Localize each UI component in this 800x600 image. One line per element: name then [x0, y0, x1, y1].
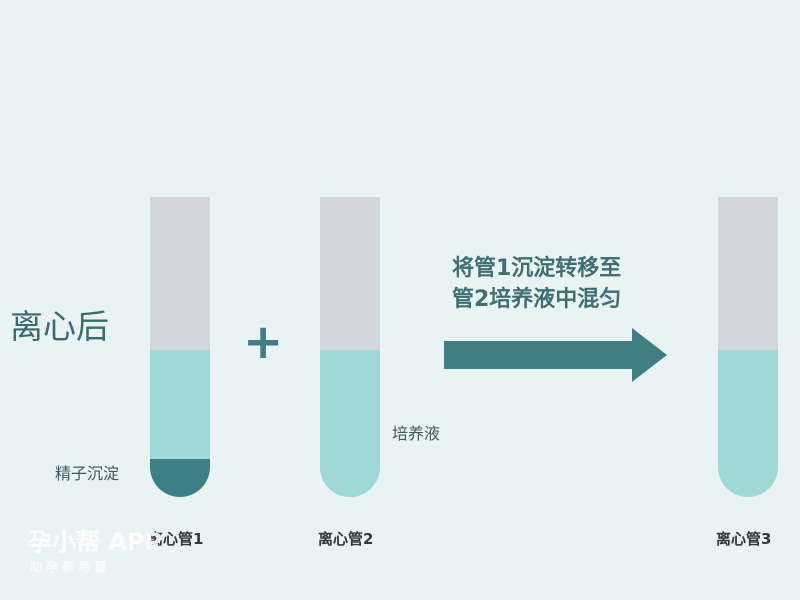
step-line-2: 管2培养液中混匀	[452, 287, 622, 312]
step-instruction: 将管1沉淀转移至 管2培养液中混匀	[452, 253, 621, 315]
tube-3-label: 离心管3	[716, 530, 772, 548]
diagram-title: 离心后	[10, 307, 109, 346]
sediment-label: 精子沉淀	[55, 464, 120, 483]
watermark-slogan: 助 孕 新 希 望	[30, 560, 107, 574]
step-line-1: 将管1沉淀转移至	[452, 256, 622, 281]
centrifuge-tube-1	[150, 197, 210, 497]
watermark-logo: 孕小帮 APP	[28, 528, 163, 556]
tube-1-label: 离心管1	[148, 530, 204, 548]
centrifuge-tube-3	[718, 197, 778, 497]
plus-sign: +	[243, 314, 284, 370]
tube-2-label: 离心管2	[318, 530, 374, 548]
culture-medium	[320, 350, 380, 497]
centrifuge-tube-2	[320, 197, 380, 497]
culture-medium-label: 培养液	[392, 424, 441, 443]
right-arrow-icon	[444, 328, 667, 382]
mixed-medium	[718, 350, 778, 497]
